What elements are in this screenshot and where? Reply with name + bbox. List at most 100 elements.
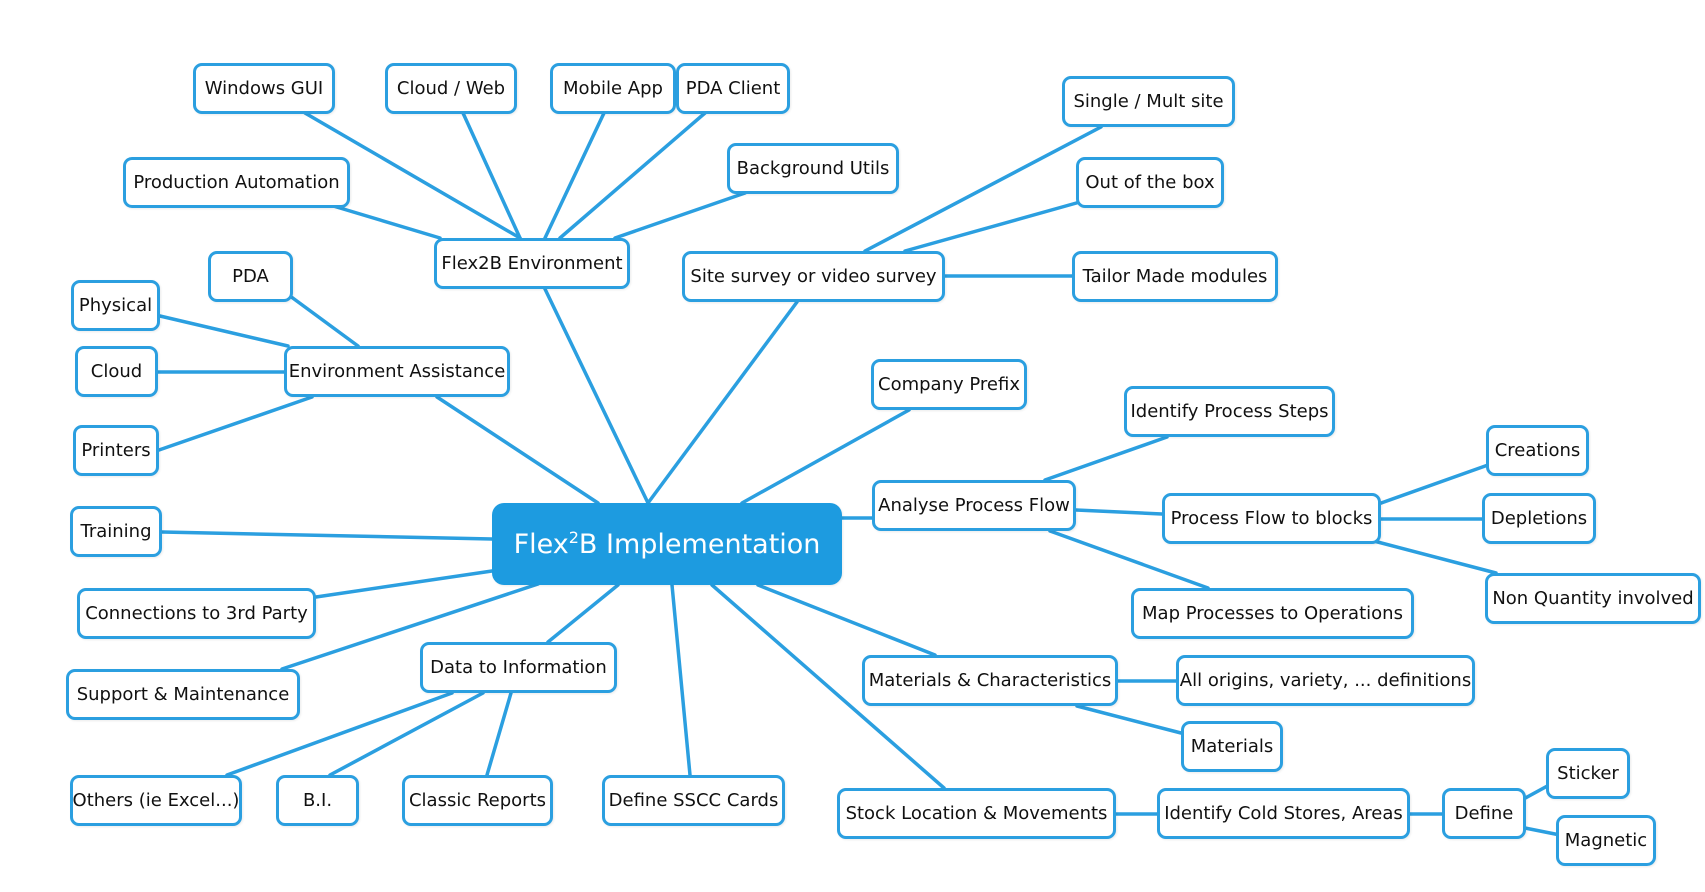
connector-line — [158, 314, 290, 348]
node-label: Materials & Characteristics — [868, 670, 1112, 691]
node-label: Define SSCC Cards — [608, 790, 779, 811]
node-physical[interactable]: Physical — [71, 280, 160, 331]
node-process-flow-to-blocks[interactable]: Process Flow to blocks — [1162, 493, 1381, 544]
node-others-excel[interactable]: Others (ie Excel...) — [70, 775, 242, 826]
connector-line — [558, 111, 707, 240]
node-label: Company Prefix — [878, 374, 1020, 395]
connector-line — [435, 395, 600, 505]
node-windows-gui[interactable]: Windows GUI — [193, 63, 335, 114]
node-classic-reports[interactable]: Classic Reports — [402, 775, 553, 826]
node-identify-process-steps[interactable]: Identify Process Steps — [1124, 386, 1335, 437]
node-pda-client[interactable]: PDA Client — [676, 63, 790, 114]
node-support-maintenance[interactable]: Support & Maintenance — [66, 669, 300, 720]
connector-line — [1368, 538, 1498, 575]
connector-line — [1074, 508, 1164, 516]
node-label: Cloud / Web — [396, 78, 506, 99]
node-connections-to-3rd-party[interactable]: Connections to 3rd Party — [77, 588, 316, 639]
connector-line — [670, 583, 692, 777]
node-label: PDA — [232, 266, 269, 287]
node-stock-location-movements[interactable]: Stock Location & Movements — [837, 788, 1116, 839]
node-label: Tailor Made modules — [1082, 266, 1268, 287]
node-label: All origins, variety, ... definitions — [1179, 670, 1472, 691]
connector-line — [314, 569, 494, 599]
node-site-survey[interactable]: Site survey or video survey — [682, 251, 945, 302]
node-label: Physical — [78, 295, 153, 316]
connector-line — [1075, 704, 1183, 735]
node-map-processes-to-operations[interactable]: Map Processes to Operations — [1131, 588, 1414, 639]
connector-line — [1368, 463, 1490, 509]
node-label: Flex2B Environment — [441, 253, 623, 274]
node-label: Depletions — [1490, 508, 1588, 529]
connector-line — [280, 582, 540, 671]
node-depletions[interactable]: Depletions — [1482, 493, 1596, 544]
connector-line — [863, 125, 1103, 253]
node-pda[interactable]: PDA — [208, 251, 293, 302]
connector-line — [546, 583, 620, 644]
connector-line — [288, 294, 360, 348]
node-company-prefix[interactable]: Company Prefix — [871, 359, 1027, 410]
connector-line — [328, 203, 442, 240]
node-background-utils[interactable]: Background Utils — [727, 143, 899, 194]
node-sticker[interactable]: Sticker — [1546, 748, 1630, 799]
node-label: Background Utils — [736, 158, 890, 179]
node-cloud-web[interactable]: Cloud / Web — [385, 63, 517, 114]
node-bi[interactable]: B.I. — [276, 775, 359, 826]
node-flex2b-environment[interactable]: Flex2B Environment — [434, 238, 630, 289]
node-define[interactable]: Define — [1442, 788, 1526, 839]
connector-line — [740, 408, 911, 505]
node-label: PDA Client — [685, 78, 781, 99]
node-production-automation[interactable]: Production Automation — [123, 157, 350, 208]
node-tailor-made-modules[interactable]: Tailor Made modules — [1072, 251, 1278, 302]
node-label: Stock Location & Movements — [845, 803, 1108, 824]
connector-line — [543, 111, 606, 240]
node-magnetic[interactable]: Magnetic — [1556, 815, 1656, 866]
node-label: Classic Reports — [408, 790, 547, 811]
node-out-of-the-box[interactable]: Out of the box — [1076, 157, 1224, 208]
node-label: Non Quantity involved — [1492, 588, 1694, 609]
node-label: Training — [80, 521, 152, 542]
connector-line — [613, 191, 747, 240]
connector-line — [225, 691, 454, 777]
node-creations[interactable]: Creations — [1486, 425, 1589, 476]
node-printers[interactable]: Printers — [73, 425, 159, 476]
connector-line — [903, 200, 1082, 253]
connector-line — [485, 691, 513, 777]
connector-line — [543, 287, 650, 505]
connector-line — [461, 111, 522, 240]
node-all-origins-definitions[interactable]: All origins, variety, ... definitions — [1176, 655, 1475, 706]
connector-line — [710, 583, 946, 790]
node-label: Map Processes to Operations — [1142, 603, 1403, 624]
node-training[interactable]: Training — [70, 506, 162, 557]
node-label: Identify Process Steps — [1130, 401, 1329, 422]
node-analyse-process-flow[interactable]: Analyse Process Flow — [872, 480, 1076, 531]
node-cloud[interactable]: Cloud — [75, 346, 158, 397]
node-mobile-app[interactable]: Mobile App — [550, 63, 676, 114]
node-identify-cold-stores[interactable]: Identify Cold Stores, Areas — [1157, 788, 1410, 839]
node-label: B.I. — [302, 790, 333, 811]
node-label: Analyse Process Flow — [878, 495, 1070, 516]
node-single-mult-site[interactable]: Single / Mult site — [1062, 76, 1235, 127]
node-label: Environment Assistance — [288, 361, 506, 382]
node-label: Materials — [1190, 736, 1274, 757]
node-label: Printers — [81, 440, 151, 461]
node-label: Process Flow to blocks — [1170, 508, 1373, 529]
node-label: Support & Maintenance — [76, 684, 290, 705]
node-label: Others (ie Excel...) — [72, 790, 240, 811]
connector-line — [303, 111, 522, 240]
node-data-to-information[interactable]: Data to Information — [420, 642, 617, 693]
root-label-tail: B Implementation — [578, 528, 821, 560]
connector-line — [157, 395, 314, 452]
node-label: Cloud — [90, 361, 143, 382]
node-label: Out of the box — [1085, 172, 1215, 193]
node-non-quantity-involved[interactable]: Non Quantity involved — [1485, 573, 1701, 624]
node-label: Data to Information — [430, 657, 607, 678]
node-define-sscc-cards[interactable]: Define SSCC Cards — [602, 775, 785, 826]
connector-line — [646, 300, 799, 505]
node-materials[interactable]: Materials — [1181, 721, 1283, 772]
node-environment-assistance[interactable]: Environment Assistance — [284, 346, 510, 397]
node-label: Site survey or video survey — [690, 266, 937, 287]
node-materials-characteristics[interactable]: Materials & Characteristics — [862, 655, 1118, 706]
